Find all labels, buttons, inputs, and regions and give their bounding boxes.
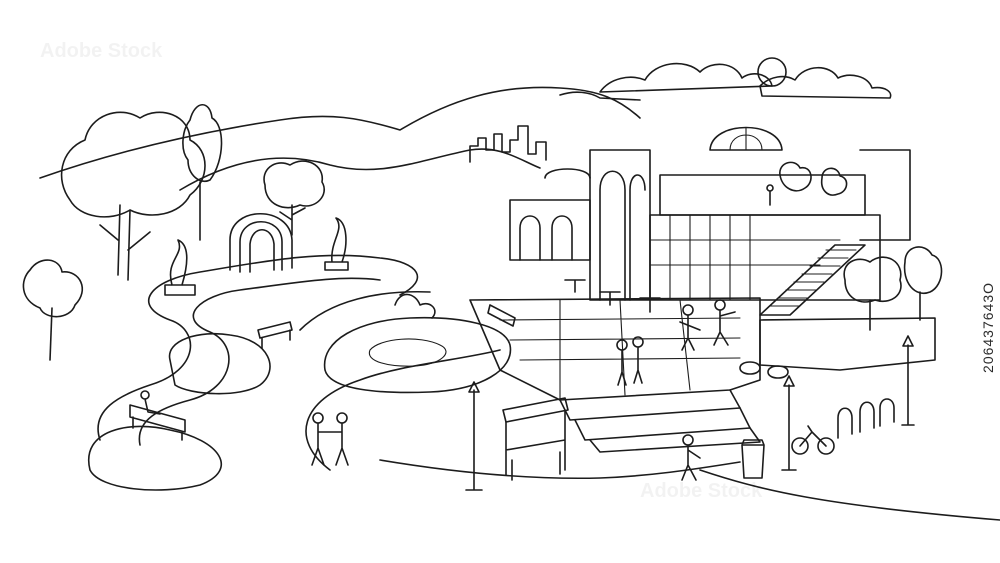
bike-rack (837, 398, 895, 439)
couple-walking (311, 412, 349, 466)
people (140, 184, 774, 481)
cafe-tables (564, 279, 661, 313)
bench-right (487, 304, 516, 327)
food-kiosk (502, 397, 569, 481)
buildings (509, 126, 911, 301)
city-skyline (469, 125, 547, 163)
seating-pods (739, 361, 789, 379)
hill-line (179, 148, 541, 191)
bicycle (791, 425, 835, 455)
garden-bed-lower (87, 425, 222, 491)
clouds (559, 62, 892, 101)
distant-hills (39, 86, 641, 179)
bench-left (129, 404, 186, 441)
seated-person (140, 390, 161, 415)
rooftop-person (766, 184, 774, 206)
sculpture-center (324, 217, 349, 271)
winding-path (97, 254, 419, 441)
pond-island (323, 293, 512, 394)
exterior-staircase (759, 244, 866, 316)
sun (757, 57, 787, 87)
garden-arch (229, 212, 293, 273)
guitar-player (679, 304, 701, 351)
dancer (713, 299, 736, 346)
street-lamps (465, 335, 915, 491)
main-walkway (299, 290, 501, 471)
sculpture-left (164, 239, 196, 296)
garden-bed-left (168, 332, 271, 395)
stock-id-label: 206437643O (980, 281, 996, 373)
plaza-pair (616, 336, 644, 386)
planter-wall (759, 317, 936, 371)
left-trees (22, 103, 325, 361)
bench-middle (257, 321, 293, 349)
curb (699, 469, 1000, 521)
walker-right (681, 434, 701, 481)
right-trees (779, 161, 943, 331)
winding-path-inner (138, 277, 381, 446)
trash-bin (741, 439, 765, 479)
